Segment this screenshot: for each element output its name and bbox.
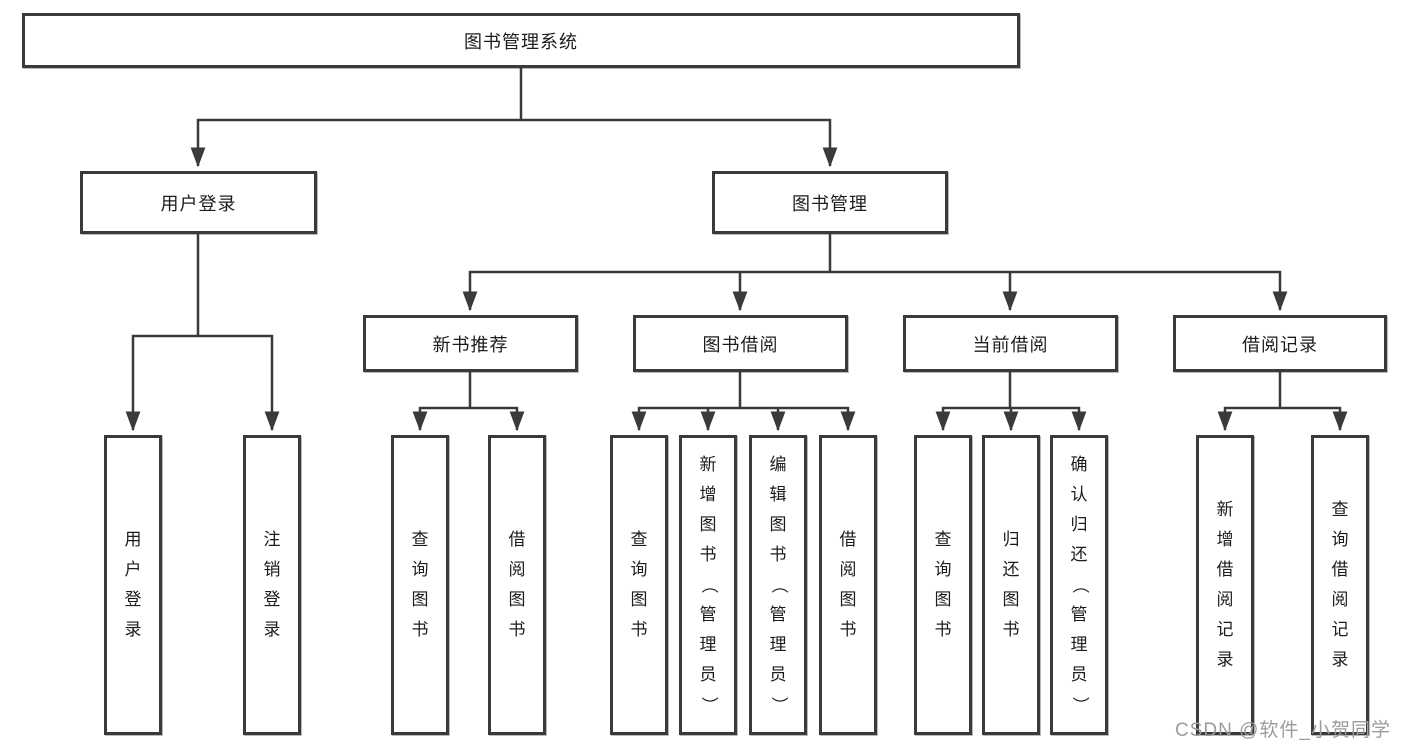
node-user-login: 用户登录 [80,171,317,234]
leaf-recommend-query-book: 查询图书 [391,435,449,735]
leaf-user-login: 用户登录 [104,435,162,735]
leaf-borrow-edit-book-admin: 编辑图书（管理员） [749,435,807,735]
leaf-current-confirm-return-admin: 确认归还（管理员） [1050,435,1108,735]
node-new-book-recommend: 新书推荐 [363,315,578,372]
node-current-borrow: 当前借阅 [903,315,1118,372]
node-book-management: 图书管理 [712,171,948,234]
leaf-current-return-book: 归还图书 [982,435,1040,735]
node-book-borrow: 图书借阅 [633,315,848,372]
leaf-records-add-record: 新增借阅记录 [1196,435,1254,735]
leaf-logout: 注销登录 [243,435,301,735]
node-borrow-records: 借阅记录 [1173,315,1387,372]
leaf-records-query-record: 查询借阅记录 [1311,435,1369,735]
leaf-borrow-add-book-admin: 新增图书（管理员） [679,435,737,735]
leaf-current-query-book: 查询图书 [914,435,972,735]
root-node-library-system: 图书管理系统 [22,13,1020,68]
leaf-borrow-query-book: 查询图书 [610,435,668,735]
leaf-borrow-borrow-book: 借阅图书 [819,435,877,735]
csdn-watermark: CSDN @软件_小贺同学 [1175,720,1391,741]
leaf-recommend-borrow-book: 借阅图书 [488,435,546,735]
